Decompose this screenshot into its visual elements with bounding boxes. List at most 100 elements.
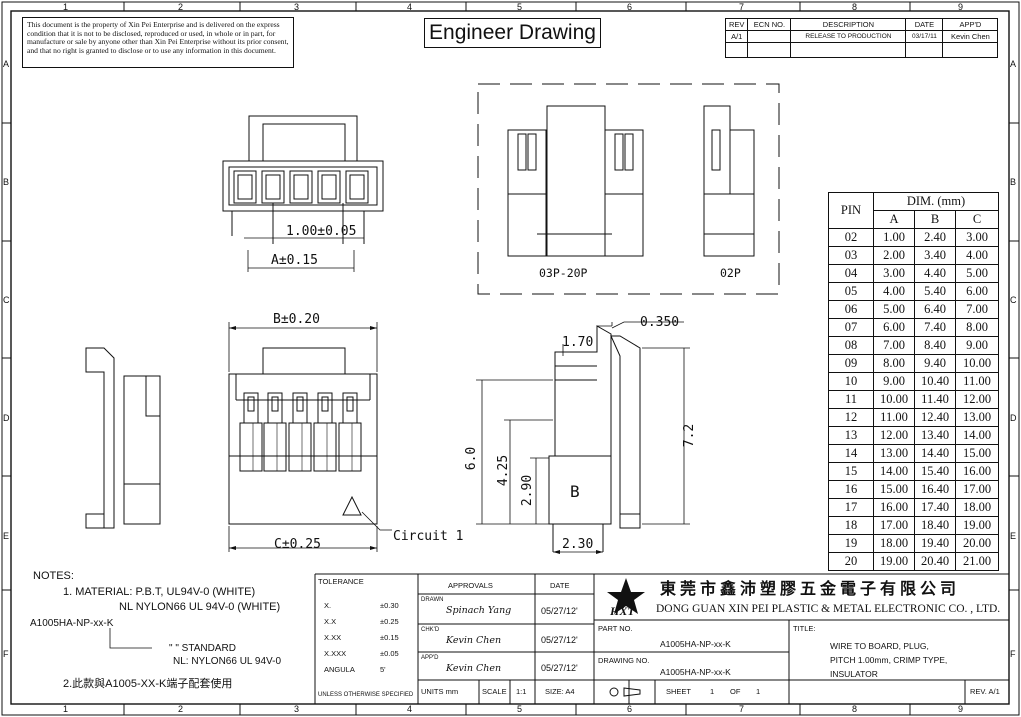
grid-row-f-right: F (1010, 649, 1016, 659)
grid-row-f: F (3, 649, 9, 659)
pin-cell: 03 (828, 246, 874, 265)
title-line-1: WIRE TO BOARD, PLUG, (830, 641, 929, 651)
note-material-2: NL NYLON66 UL 94V-0 (WHITE) (119, 601, 281, 613)
dim-a-cell: 13.00 (873, 444, 915, 463)
projection-symbol (609, 687, 641, 697)
dim-b-cell: 3.40 (914, 246, 956, 265)
dim-c-cell: 11.00 (955, 372, 999, 391)
pin-cell: 14 (828, 444, 874, 463)
dim-b-cell: 15.40 (914, 462, 956, 481)
dim-b-cell: 18.40 (914, 516, 956, 535)
pin-cell: 10 (828, 372, 874, 391)
title-block-grid (314, 573, 1009, 704)
dim-a-cell: 15.00 (873, 480, 915, 499)
grid-row-d-right: D (1010, 413, 1017, 423)
note-material-1: 1. MATERIAL: P.B.T, UL94V-0 (WHITE) (63, 586, 256, 598)
dim-c-cell: 16.00 (955, 462, 999, 481)
note-2: 2.此款與A1005-XX-K端子配套使用 (63, 678, 233, 690)
tolerance-header: TOLERANCE (318, 577, 364, 586)
property-notice: This document is the property of Xin Pei… (22, 17, 294, 68)
dim-c-cell: 17.00 (955, 480, 999, 499)
dim-b-cell: 16.40 (914, 480, 956, 499)
col-header-b: B (914, 210, 956, 229)
grid-col-3: 3 (294, 2, 300, 12)
dim-6-0: 6.0 (464, 446, 480, 471)
drawn-date: 05/27/12' (541, 606, 578, 616)
dim-b-cell: 5.40 (914, 282, 956, 301)
dim-b-cell: 6.40 (914, 300, 956, 319)
dim-b-cell: 10.40 (914, 372, 956, 391)
title-label: TITLE: (793, 624, 816, 633)
dim-c-cell: 6.00 (955, 282, 999, 301)
dim-c-cell: 4.00 (955, 246, 999, 265)
pin-cell: 17 (828, 498, 874, 517)
part-no-label: PART NO. (598, 624, 633, 633)
dim-2-30: 2.30 (562, 537, 594, 552)
pin-cell: 18 (828, 516, 874, 535)
dim-a-cell: 8.00 (873, 354, 915, 373)
rev-header-date: DATE (905, 18, 944, 31)
dim-a-cell: 17.00 (873, 516, 915, 535)
pin-cell: 19 (828, 534, 874, 553)
tolerance-row-1-key: X. (324, 601, 332, 610)
chkd-date: 05/27/12' (541, 635, 578, 645)
dim-c-cell: 3.00 (955, 228, 999, 247)
title-line-3: INSULATOR (830, 669, 878, 679)
note-nl: NL: NYLON66 UL 94V-0 (173, 656, 282, 667)
front-view-top (222, 115, 384, 272)
grid-col-8: 8 (852, 2, 858, 12)
pin-header: PIN (828, 192, 874, 229)
grid-col-9: 9 (958, 2, 964, 12)
rev-description-value: RELEASE TO PRODUCTION (790, 30, 907, 43)
approvals-date-header: DATE (550, 581, 570, 590)
page-title: Engineer Drawing (424, 18, 601, 48)
grid-col-6: 6 (627, 2, 633, 12)
grid-col-4: 4 (407, 2, 413, 12)
dim-b-cell: 7.40 (914, 318, 956, 337)
grid-col-5: 5 (517, 2, 523, 12)
variant-box (477, 83, 780, 295)
dim-2-90: 2.90 (520, 474, 536, 507)
scale-label: SCALE (482, 687, 507, 696)
part-no: A1005HA-NP-xx-K (660, 639, 731, 649)
dim-c-cell: 7.00 (955, 300, 999, 319)
dim-a-cell: 4.00 (873, 282, 915, 301)
dim-b-cell: 11.40 (914, 390, 956, 409)
note-standard: " " STANDARD (169, 643, 236, 654)
dim-b-cell: 4.40 (914, 264, 956, 283)
dim-c-cell: 15.00 (955, 444, 999, 463)
dim-c-cell: 18.00 (955, 498, 999, 517)
rev-header-description: DESCRIPTION (790, 18, 907, 31)
appd-label: APP'D (421, 655, 439, 661)
company-name-en: DONG GUAN XIN PEI PLASTIC & METAL ELECTR… (656, 603, 1001, 615)
pin-cell: 04 (828, 264, 874, 283)
grid-row-e-right: E (1010, 531, 1017, 541)
dim-c-cell: 8.00 (955, 318, 999, 337)
units: UNITS mm (421, 687, 459, 696)
main-front-view (228, 322, 392, 552)
dim-b-cell: 17.40 (914, 498, 956, 517)
dim-a-cell: 9.00 (873, 372, 915, 391)
dim-a-cell: 5.00 (873, 300, 915, 319)
grid-row-b-right: B (1010, 177, 1017, 187)
rev-label: REV. A/1 (970, 687, 1000, 696)
dim-c-cell: 14.00 (955, 426, 999, 445)
dim-a: A±0.15 (271, 253, 318, 268)
dim-c: C±0.25 (274, 537, 321, 552)
grid-row-a: A (3, 59, 10, 69)
dim-b-cell: 9.40 (914, 354, 956, 373)
approvals-header: APPROVALS (448, 581, 493, 590)
chkd-by: Kevin Chen (446, 635, 502, 646)
grid-row-c: C (3, 295, 10, 305)
of-label: OF (730, 687, 741, 696)
